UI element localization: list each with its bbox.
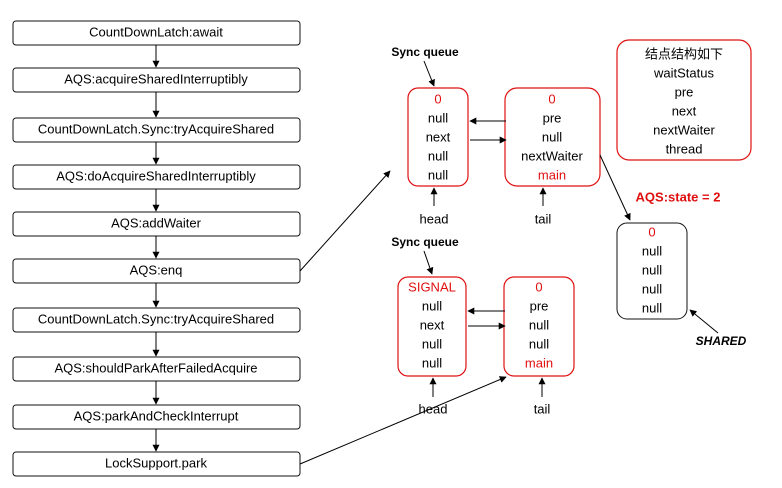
node-field: null xyxy=(422,355,442,370)
node-structure-field: thread xyxy=(666,141,703,156)
tail-label: tail xyxy=(534,401,551,416)
node-structure-field: pre xyxy=(675,84,694,99)
node-structure-title: 结点结构如下 xyxy=(645,47,723,63)
shared-node-group: 0 null null null null SHARED xyxy=(616,222,747,348)
node-field: main xyxy=(525,355,553,370)
node-field: null xyxy=(642,243,662,258)
aqs-state-label: AQS:state = 2 xyxy=(636,189,721,204)
node-field: nextWaiter xyxy=(521,148,583,163)
queue1-head-node xyxy=(407,87,469,187)
node-field: null xyxy=(642,300,662,315)
flow-column: CountDownLatch:await AQS:acquireSharedIn… xyxy=(12,20,507,477)
node-structure-field: waitStatus xyxy=(653,65,714,80)
node-field: null xyxy=(428,167,448,182)
node-field: 0 xyxy=(535,279,542,294)
node-field: null xyxy=(642,262,662,277)
head-label: head xyxy=(419,401,448,416)
shared-node xyxy=(616,222,688,320)
shared-pointer xyxy=(689,309,719,334)
flow-step-label: AQS:enq xyxy=(130,262,183,277)
flow-step-label: LockSupport.park xyxy=(105,455,207,470)
tail-label: tail xyxy=(535,211,552,226)
node-field: null xyxy=(529,317,549,332)
node-field: 0 xyxy=(648,224,655,239)
node-structure-field: next xyxy=(672,103,697,118)
head-label: head xyxy=(420,211,449,226)
node-structure-frame xyxy=(616,39,752,161)
flow-step-label: CountDownLatch.Sync:tryAcquireShared xyxy=(38,311,274,326)
node-field: pre xyxy=(530,298,549,313)
queue2-head-node xyxy=(397,276,467,377)
node-field: null xyxy=(642,281,662,296)
node-structure-field: nextWaiter xyxy=(653,122,715,137)
node-field: SIGNAL xyxy=(408,279,456,294)
node-field: next xyxy=(420,317,445,332)
flow-step-label: AQS:acquireSharedInterruptibly xyxy=(64,71,248,86)
flow-step-label: AQS:parkAndCheckInterrupt xyxy=(74,408,239,423)
node-field: 0 xyxy=(434,91,441,106)
flow-step-label: CountDownLatch:await xyxy=(89,24,223,39)
sync-queue-2: Sync queue SIGNAL null next null null 0 … xyxy=(391,235,575,416)
shared-label: SHARED xyxy=(696,334,747,348)
sync-queue-label: Sync queue xyxy=(391,235,459,249)
sync-queue-pointer xyxy=(423,60,435,87)
node-field: null xyxy=(428,148,448,163)
node-field: pre xyxy=(543,110,562,125)
flow-step-label: AQS:addWaiter xyxy=(111,215,202,230)
node-field: 0 xyxy=(548,91,555,106)
node-field: next xyxy=(426,129,451,144)
sync-queue-1: Sync queue 0 null next null null 0 pre n… xyxy=(391,45,631,226)
node-structure-box: 结点结构如下 waitStatus pre next nextWaiter th… xyxy=(616,39,752,161)
sync-queue-pointer xyxy=(423,250,434,275)
flow-step-label: CountDownLatch.Sync:tryAcquireShared xyxy=(38,121,274,136)
sync-queue-label: Sync queue xyxy=(391,45,459,59)
node-field: null xyxy=(422,336,442,351)
node-field: null xyxy=(542,129,562,144)
flow-step-label: AQS:shouldParkAfterFailedAcquire xyxy=(54,360,257,375)
node-field: main xyxy=(538,167,566,182)
enq-connector xyxy=(299,170,391,272)
flow-step-label: AQS:doAcquireSharedInterruptibly xyxy=(56,168,256,183)
next-waiter-arrow xyxy=(599,154,631,221)
node-field: null xyxy=(529,336,549,351)
park-connector xyxy=(299,376,507,465)
node-field: null xyxy=(422,298,442,313)
node-field: null xyxy=(428,110,448,125)
